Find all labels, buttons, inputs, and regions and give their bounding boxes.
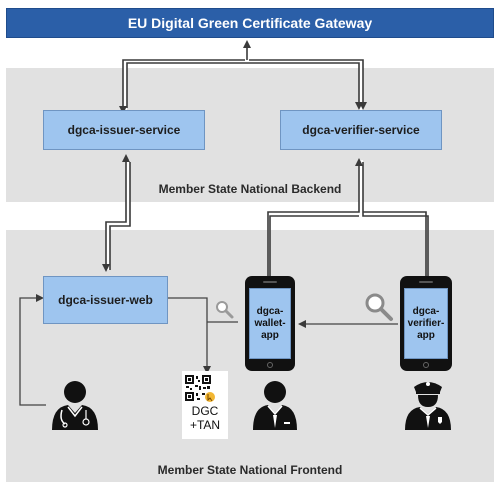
qr-code-icon (185, 375, 211, 401)
verifier-phone-button (423, 362, 429, 368)
magnifier-icon (216, 301, 234, 319)
certificate-label: DGC +TAN (189, 404, 221, 432)
verifier-app-screen: dgca- verifier- app (404, 288, 448, 359)
gateway-title: EU Digital Green Certificate Gateway (127, 15, 373, 31)
verifier-service-box: dgca-verifier-service (280, 110, 442, 150)
issuer-web-label: dgca-issuer-web (58, 293, 153, 307)
issuer-service-box: dgca-issuer-service (43, 110, 205, 150)
wallet-phone-speaker (263, 281, 277, 283)
pointer-icon (205, 392, 215, 402)
verifier-app-label: dgca- verifier- app (407, 305, 445, 341)
wallet-app-screen: dgca- wallet- app (249, 288, 291, 359)
issuer-service-label: dgca-issuer-service (67, 123, 181, 137)
backend-label: Member State National Backend (158, 182, 342, 196)
certificate-card: DGC +TAN (182, 371, 228, 439)
wallet-phone-button (267, 362, 273, 368)
issuer-web-box: dgca-issuer-web (43, 276, 168, 324)
verifier-service-label: dgca-verifier-service (302, 123, 420, 137)
gateway-header: EU Digital Green Certificate Gateway (6, 8, 494, 38)
doctor-icon (52, 381, 98, 430)
magnifier-icon (365, 293, 393, 321)
police-officer-icon (405, 382, 451, 430)
verifier-phone: dgca- verifier- app (400, 276, 452, 371)
wallet-app-label: dgca- wallet- app (254, 305, 286, 341)
frontend-label: Member State National Frontend (157, 463, 343, 477)
wallet-phone: dgca- wallet- app (245, 276, 295, 371)
verifier-phone-speaker (419, 281, 433, 283)
citizen-icon (253, 381, 297, 430)
